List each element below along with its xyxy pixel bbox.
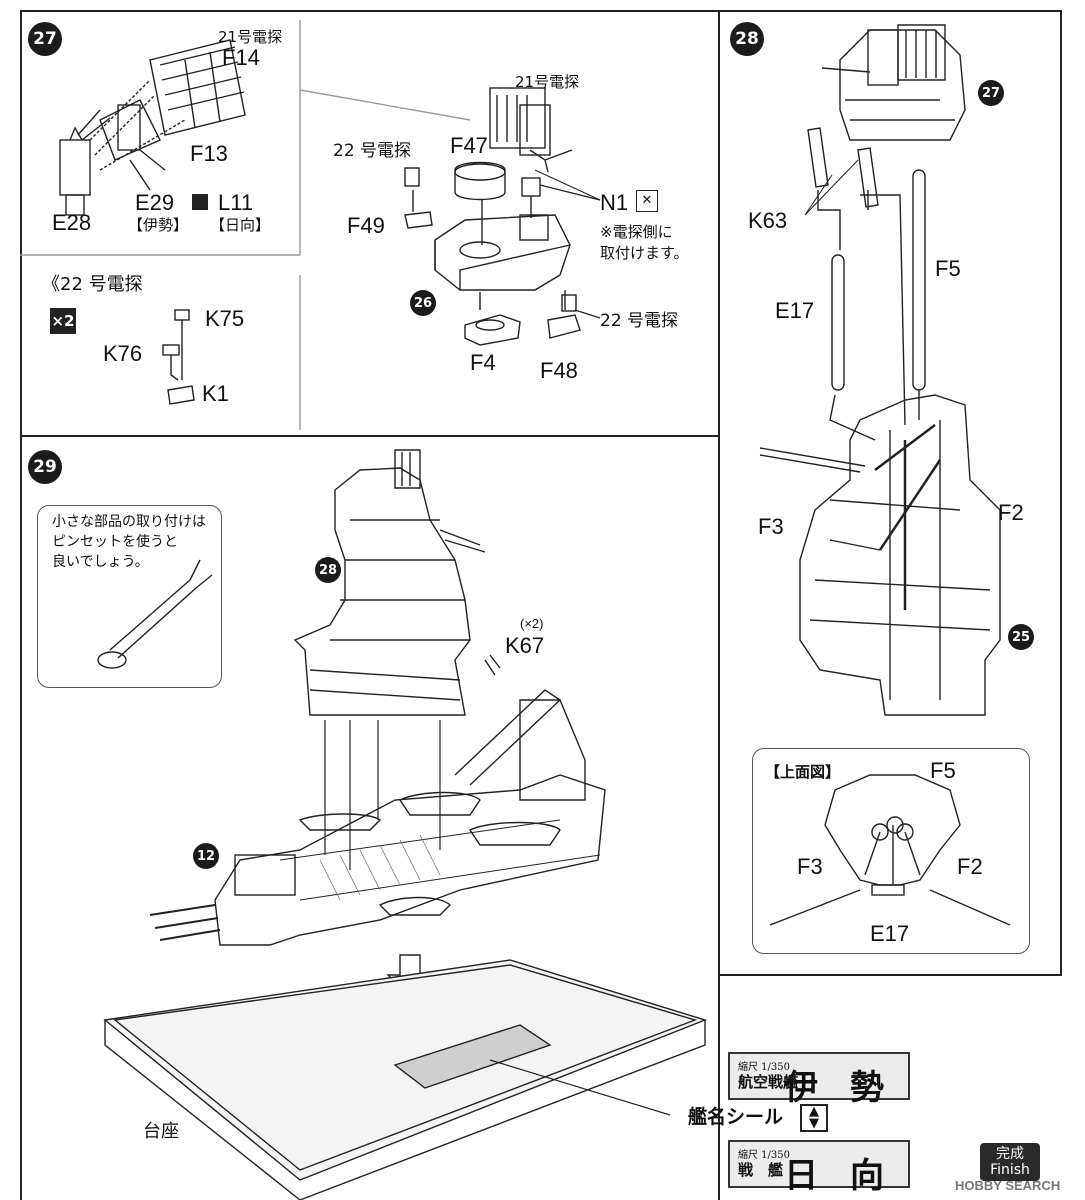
part-F14: F14 [222,45,260,70]
ref-step-12: 12 [193,843,219,869]
part-F4: F4 [470,350,496,375]
part-F47: F47 [450,133,488,158]
finish-line1: 完成 [996,1146,1024,1162]
part-F3: F3 [758,514,784,539]
note-line2: 取付けます。 [600,244,689,262]
topview-E17: E17 [870,921,910,946]
nameplate-ise-scale: 縮尺 1/350 [738,1062,790,1073]
nameplate-ise-name: 伊 勢 [784,1068,894,1108]
label-name-decal: 艦名シール [688,1106,784,1128]
ref-step-25: 25 [1008,624,1034,650]
part-F49: F49 [347,213,385,238]
part-F5: F5 [935,256,961,281]
ref-step-26: 26 [410,290,436,316]
note-line1: ※電探側に [600,223,673,241]
topview-F3: F3 [797,854,823,879]
label-radar22-right: 22 号電探 [600,311,679,331]
ref-step-28: 28 [315,557,341,583]
finish-line2: Finish [990,1162,1030,1178]
topview-F5: F5 [930,758,956,783]
nameplate-hyuga-name: 日 向 [784,1156,894,1196]
tip-box [37,505,222,688]
part-F13: F13 [190,141,228,166]
part-K76: K76 [103,341,143,366]
nameplate-hyuga-type: 戦 艦 [738,1161,784,1179]
nameplate-ise-type: 航空戦艦 [738,1073,799,1091]
nameplate-hyuga-scale: 縮尺 1/350 [738,1150,790,1161]
step-27-number: 27 [28,22,62,56]
part-E28: E28 [52,210,92,235]
part-K63: K63 [748,208,788,233]
cut-icon: ✕ [636,190,658,212]
part-L11: L11 [218,190,254,215]
watermark: HOBBY SEARCH [955,1178,1061,1193]
top-view-title: 【上面図】 [765,763,841,781]
label-radar22-left: 22 号電探 [333,141,412,161]
tip-line3: 良いでしょう。 [52,554,149,570]
part-F48: F48 [540,358,578,383]
label-base: 台座 [143,1121,179,1142]
step-28-number: 28 [730,22,764,56]
part-K1: K1 [202,381,229,406]
part-E29: E29 [135,190,175,215]
tip-line2: ピンセットを使うと [52,534,178,550]
part-K75: K75 [205,306,245,331]
label-radar21-top: 21号電探 [218,28,283,46]
label-radar21-right: 21号電探 [515,73,580,91]
top-view-box [752,748,1030,954]
part-F2: F2 [998,500,1024,525]
tip-line1: 小さな部品の取り付けは [52,514,206,530]
part-K67: K67 [505,633,545,658]
part-E17: E17 [775,298,815,323]
label-K67-count: (×2) [520,616,544,631]
ref-step-27: 27 [978,80,1004,106]
label-radar22-subtitle: 《22 号電探 [42,274,143,295]
nameplate-hyuga: 縮尺 1/350 戦 艦 日 向 [728,1140,910,1196]
swap-icon [192,194,208,210]
label-hyuga-tag: 【日向】 [210,216,271,234]
topview-F2: F2 [957,854,983,879]
quantity-x2-badge: ×2 [50,308,76,334]
step-29-number: 29 [28,450,62,484]
label-ise-tag: 【伊勢】 [128,216,189,234]
step-29-panel [20,435,720,1200]
finish-badge: 完成 Finish [980,1143,1040,1181]
swap-arrows-icon: ▲▼ [800,1104,828,1132]
nameplate-ise: 縮尺 1/350 航空戦艦 伊 勢 [728,1052,910,1108]
part-N1: N1 [600,190,629,215]
